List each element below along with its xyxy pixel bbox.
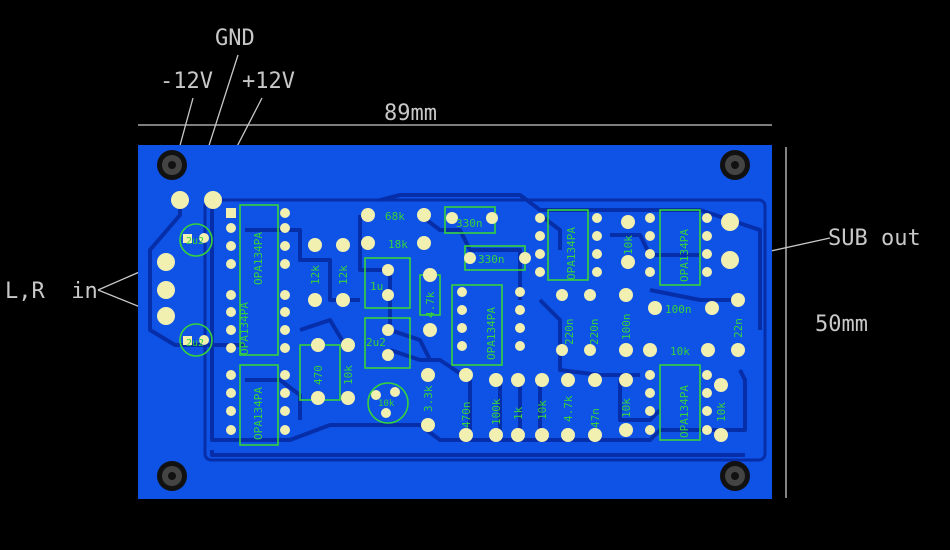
ic-pads (226, 208, 712, 435)
lr-in-label: L,R in (5, 279, 98, 304)
mounting-hole-br (720, 461, 750, 491)
silkscreen-labels: OPA134PA OPA134PA OPA134PA OPA134PA OPA1… (186, 210, 745, 440)
cap-label-47n: 47n (589, 408, 602, 428)
res-label-3k3: 3.3k (422, 385, 435, 412)
ic-label-u4: OPA134PA (485, 307, 498, 360)
cap-label-in1: 2u2 (186, 236, 204, 247)
cap-label-330n-a: 330n (456, 217, 483, 230)
cap-label-22n: 22n (732, 318, 745, 338)
res-label-4k7-b: 4.7k (562, 395, 575, 422)
width-dimension-label: 89mm (384, 101, 437, 126)
minus12v-label: -12V (160, 69, 213, 94)
ic-label-u3: OPA134PA (252, 387, 265, 440)
cap-label-1u: 1u (370, 280, 383, 293)
board-outline-tracks (203, 198, 767, 462)
res-label-470: 470 (312, 365, 325, 385)
mounting-holes (157, 150, 750, 491)
gnd-label: GND (215, 26, 255, 51)
cap-label-220n-b: 220n (588, 319, 601, 346)
res-label-10k-c: 10k (620, 398, 633, 418)
res-label-100k-a: 100k (490, 398, 503, 425)
pcb-board (138, 145, 772, 499)
res-label-68k: 68k (385, 210, 405, 223)
passive-pads (183, 208, 745, 442)
ic-label-u1: OPA134PA (252, 232, 265, 285)
cap-label-100n-b: 100n (665, 303, 692, 316)
res-label-10k-d: 10k (622, 235, 635, 255)
sub-out-label: SUB out (828, 226, 921, 251)
connector-pads (157, 191, 739, 325)
cap-label-330n-b: 330n (478, 253, 505, 266)
mounting-hole-tr (720, 150, 750, 180)
cap-label-220n-a: 220n (563, 319, 576, 346)
cap-label-2u2: 2u2 (366, 336, 386, 349)
res-label-10k-e: 10k (670, 345, 690, 358)
res-label-10k-b: 10k (536, 400, 549, 420)
res-label-12k-a: 12k (309, 265, 322, 285)
res-label-4k7: 4.7k (424, 291, 437, 318)
res-label-10k-f: 10k (715, 402, 728, 422)
cap-label-470n: 470n (460, 402, 473, 429)
res-label-1k: 1k (512, 406, 525, 420)
res-label-18k: 18k (388, 238, 408, 251)
plus12v-label: +12V (242, 69, 295, 94)
pot-label: 10k (378, 399, 395, 409)
res-label-12k-b: 12k (337, 265, 350, 285)
mounting-hole-tl (157, 150, 187, 180)
height-dimension-label: 50mm (815, 312, 868, 337)
component-pads (157, 191, 745, 442)
ic-label-u2: OPA134PA (238, 302, 251, 355)
mounting-hole-bl (157, 461, 187, 491)
res-label-10k-a: 10k (342, 365, 355, 385)
cap-label-100n-a: 100n (620, 314, 633, 341)
silkscreen-outlines (179, 204, 701, 446)
gnd-leader (204, 54, 239, 159)
ic-label-u5: OPA134PA (565, 227, 578, 280)
ic-label-u7: OPA134PA (678, 385, 691, 438)
ic-label-u6: OPA134PA (678, 229, 691, 282)
cap-label-in2: 2u2 (186, 338, 204, 349)
